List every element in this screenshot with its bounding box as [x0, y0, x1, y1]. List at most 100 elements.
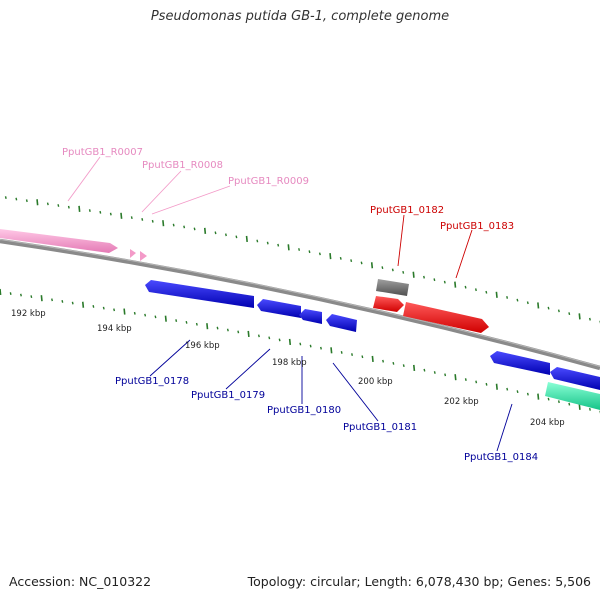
upper-ring-tick: [381, 266, 384, 270]
lower-ring-tick: [206, 323, 209, 330]
upper-ring-tick: [350, 259, 353, 263]
upper-ring-tick: [266, 241, 269, 245]
lower-ring-tick: [175, 319, 178, 322]
lower-ring-tick: [588, 407, 591, 411]
upper-ring-tick: [183, 225, 186, 229]
feature-gene-green[interactable]: [545, 382, 600, 410]
upper-ring-tick: [277, 243, 280, 247]
label-gene-0181: PputGB1_0181: [343, 422, 417, 433]
lower-ring-tick: [578, 403, 581, 410]
lower-ring-tick: [216, 326, 219, 330]
label-gene-0184: PputGB1_0184: [464, 452, 538, 463]
upper-ring-tick: [78, 205, 81, 212]
lower-ring-tick: [351, 353, 354, 356]
lower-ring-tick: [20, 293, 22, 297]
upper-ring-tick: [235, 235, 238, 239]
upper-ring-tick: [67, 205, 70, 209]
label-rna-r0008: PputGB1_R0008: [142, 160, 223, 171]
upper-ring-tick: [339, 256, 342, 260]
lower-ring-tick: [133, 311, 136, 315]
feature-gene-0183[interactable]: [403, 302, 489, 333]
upper-ring-tick: [99, 210, 102, 214]
kbp-label-198: 198 kbp: [272, 358, 307, 368]
kbp-label-200: 200 kbp: [358, 377, 393, 387]
label-gene-0182: PputGB1_0182: [370, 205, 444, 216]
kbp-label-202: 202 kbp: [444, 397, 479, 407]
upper-ring-tick: [172, 223, 175, 227]
lower-ring-tick: [30, 295, 33, 299]
upper-ring-tick: [57, 204, 60, 207]
feature-gene-next-blue[interactable]: [550, 367, 600, 390]
feature-rna-r0007[interactable]: [0, 229, 118, 253]
feature-gene-0178[interactable]: [145, 280, 254, 308]
lower-ring-tick: [9, 292, 12, 295]
footer-topology: Topology: circular; Length: 6,078,430 bp…: [247, 574, 591, 589]
upper-ring-tick: [516, 298, 519, 302]
lower-ring-tick: [51, 298, 54, 302]
lower-ring-tick: [526, 392, 529, 396]
upper-ring-tick: [391, 268, 394, 272]
label-rna-r0007: PputGB1_R0007: [62, 147, 143, 158]
upper-ring-tick: [454, 281, 457, 288]
feature-gene-0184[interactable]: [490, 351, 550, 375]
feature-gene-0180[interactable]: [299, 309, 322, 324]
lower-ring-tick: [454, 374, 457, 381]
label-gene-0180: PputGB1_0180: [267, 405, 341, 416]
upper-ring-tick: [318, 252, 321, 256]
upper-ring-tick: [474, 288, 477, 292]
lower-ring-tick: [444, 373, 447, 377]
lower-ring-tick: [268, 336, 271, 340]
label-gene-0183: PputGB1_0183: [440, 221, 514, 232]
upper-ring-tick: [203, 227, 207, 234]
kbp-label-204: 204 kbp: [530, 418, 565, 428]
kbp-label-196: 196 kbp: [185, 341, 220, 351]
lower-ring-tick: [568, 402, 571, 406]
upper-ring-tick: [433, 278, 436, 282]
lower-ring-tick: [516, 390, 519, 394]
lower-ring-tick: [392, 361, 395, 365]
upper-ring-tick: [443, 280, 446, 284]
feature-gene-0179[interactable]: [257, 299, 301, 318]
lower-ring-tick: [299, 342, 302, 346]
upper-ring-tick: [557, 309, 560, 313]
feature-gene-red-small[interactable]: [373, 296, 404, 312]
feature-rna-r0009[interactable]: [140, 251, 147, 261]
lower-ring-tick: [247, 330, 250, 337]
lower-ring-tick: [412, 364, 416, 371]
lower-ring-tick: [195, 322, 198, 326]
upper-ring-tick: [224, 233, 227, 237]
lower-ring-tick: [557, 400, 560, 404]
kbp-label-192: 192 kbp: [11, 309, 46, 319]
lower-ring-tick: [61, 300, 64, 303]
lower-ring-tick: [340, 351, 343, 354]
lower-ring-tick: [81, 301, 85, 308]
upper-tick-ring: [4, 196, 600, 324]
upper-ring-tick: [36, 199, 39, 206]
lower-ring-tick: [71, 301, 74, 305]
lower-ring-tick: [92, 305, 95, 308]
map-title: Pseudomonas putida GB-1, complete genome: [150, 9, 450, 24]
feature-gene-0181[interactable]: [326, 314, 357, 332]
feature-gene-0182[interactable]: [376, 279, 409, 296]
upper-ring-tick: [568, 312, 571, 316]
upper-ring-tick: [412, 271, 415, 278]
lower-ring-tick: [123, 308, 126, 315]
upper-ring-tick: [130, 216, 133, 220]
feature-rna-r0008[interactable]: [130, 249, 136, 258]
lower-ring-tick: [113, 308, 116, 312]
lower-ring-tick: [144, 313, 147, 317]
lower-ring-tick: [506, 387, 509, 391]
upper-ring-tick: [214, 231, 217, 235]
lower-ring-tick: [495, 383, 498, 390]
upper-ring-tick: [4, 196, 7, 199]
upper-ring-tick: [162, 220, 165, 227]
upper-ring-tick: [25, 199, 28, 203]
upper-ring-tick: [141, 218, 144, 221]
upper-ring-tick: [360, 261, 363, 265]
upper-ring-tick: [423, 275, 425, 279]
kbp-label-194: 194 kbp: [97, 324, 132, 334]
upper-ring-tick: [329, 253, 332, 260]
genome-backbone-highlight: [0, 239, 600, 367]
lower-ring-tick: [547, 397, 550, 401]
